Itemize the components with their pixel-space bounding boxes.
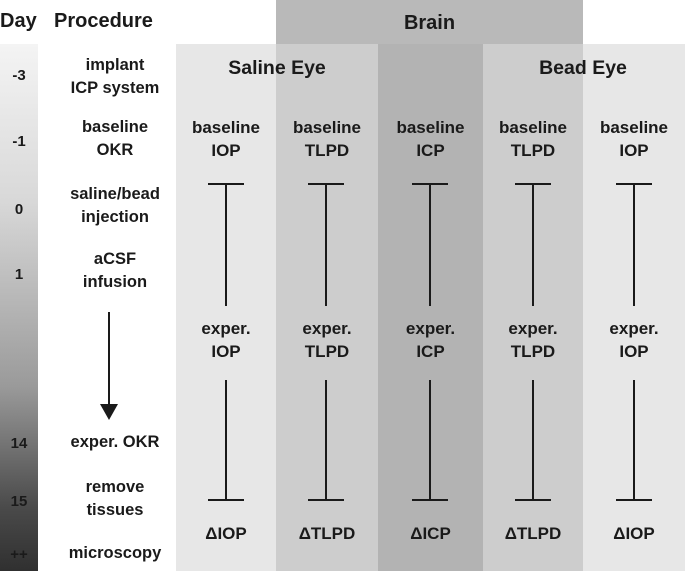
bracket-upper <box>515 183 551 306</box>
exper-measure: ICP <box>416 342 445 361</box>
bracket-upper <box>208 183 244 306</box>
procedure-item: baseline OKR <box>52 116 178 162</box>
exper-measure: IOP <box>619 342 649 361</box>
procedure-item: implant ICP system <box>52 54 178 100</box>
procedure-line: microscopy <box>68 544 162 562</box>
bracket-upper <box>616 183 652 306</box>
day-label: 14 <box>10 435 28 452</box>
bracket-lower <box>208 380 244 501</box>
day-label: ++ <box>10 546 28 563</box>
procedure-item: exper. OKR <box>52 431 178 454</box>
day-label: 1 <box>14 266 24 283</box>
procedure-line: tissues <box>86 501 144 519</box>
baseline-label: baseline <box>191 118 261 137</box>
exper-measure: TLPD <box>510 342 556 361</box>
baseline-cell: baseline IOP <box>176 116 276 162</box>
exper-cell: exper. IOP <box>583 317 685 363</box>
bracket-lower <box>515 380 551 501</box>
procedure-item: remove tissues <box>52 476 178 522</box>
baseline-cell: baseline IOP <box>583 116 685 162</box>
day-header: Day <box>0 10 37 32</box>
bracket-lower <box>616 380 652 501</box>
day-label: -1 <box>12 133 26 150</box>
delta-label: ΔTLPD <box>298 524 356 543</box>
procedure-line: saline/bead <box>70 185 160 203</box>
procedure-line: ICP system <box>70 79 160 97</box>
baseline-label: baseline <box>292 118 362 137</box>
baseline-measure: TLPD <box>304 141 350 160</box>
saline-eye-header: Saline Eye <box>228 57 326 79</box>
bead-eye-header: Bead Eye <box>539 57 627 79</box>
bracket-upper <box>308 183 344 306</box>
exper-label: exper. <box>302 319 352 338</box>
exper-label: exper. <box>405 319 456 338</box>
day-gradient-bar <box>0 44 38 571</box>
baseline-cell: baseline TLPD <box>276 116 378 162</box>
baseline-cell: baseline TLPD <box>483 116 583 162</box>
baseline-cell: baseline ICP <box>378 116 483 162</box>
timeline-arrow <box>100 312 118 420</box>
day-label: -3 <box>12 67 26 84</box>
day-label: 15 <box>10 493 28 510</box>
delta-label: ΔIOP <box>205 524 247 543</box>
baseline-measure: ICP <box>416 141 445 160</box>
procedure-line: implant <box>85 56 145 74</box>
procedure-line: remove <box>85 478 145 496</box>
baseline-measure: TLPD <box>510 141 556 160</box>
procedure-item: microscopy <box>52 542 178 565</box>
procedure-line: OKR <box>96 141 134 159</box>
exper-measure: TLPD <box>304 342 350 361</box>
exper-cell: exper. TLPD <box>276 317 378 363</box>
procedure-line: exper. OKR <box>70 433 160 451</box>
procedure-line: injection <box>81 208 149 226</box>
baseline-label: baseline <box>599 118 669 137</box>
baseline-label: baseline <box>498 118 568 137</box>
procedure-item: aCSF infusion <box>52 248 178 294</box>
exper-label: exper. <box>508 319 558 338</box>
bracket-lower <box>412 380 448 501</box>
bracket-upper <box>412 183 448 306</box>
procedure-item: saline/bead injection <box>52 183 178 229</box>
bracket-lower <box>308 380 344 501</box>
exper-cell: exper. TLPD <box>483 317 583 363</box>
exper-cell: exper. ICP <box>378 317 483 363</box>
procedure-header: Procedure <box>54 10 153 32</box>
baseline-measure: IOP <box>619 141 649 160</box>
exper-label: exper. <box>609 319 659 338</box>
procedure-line: baseline <box>81 118 149 136</box>
brain-header-background <box>276 0 583 44</box>
brain-header: Brain <box>403 12 456 34</box>
procedure-line: infusion <box>82 273 148 291</box>
delta-label: ΔICP <box>410 524 451 543</box>
delta-label: ΔTLPD <box>504 524 562 543</box>
procedure-line: aCSF <box>93 250 137 268</box>
baseline-measure: IOP <box>211 141 241 160</box>
delta-label: ΔIOP <box>613 524 655 543</box>
exper-measure: IOP <box>211 342 241 361</box>
exper-label: exper. <box>201 319 251 338</box>
exper-cell: exper. IOP <box>176 317 276 363</box>
day-label: 0 <box>14 201 24 218</box>
baseline-label: baseline <box>396 118 465 137</box>
